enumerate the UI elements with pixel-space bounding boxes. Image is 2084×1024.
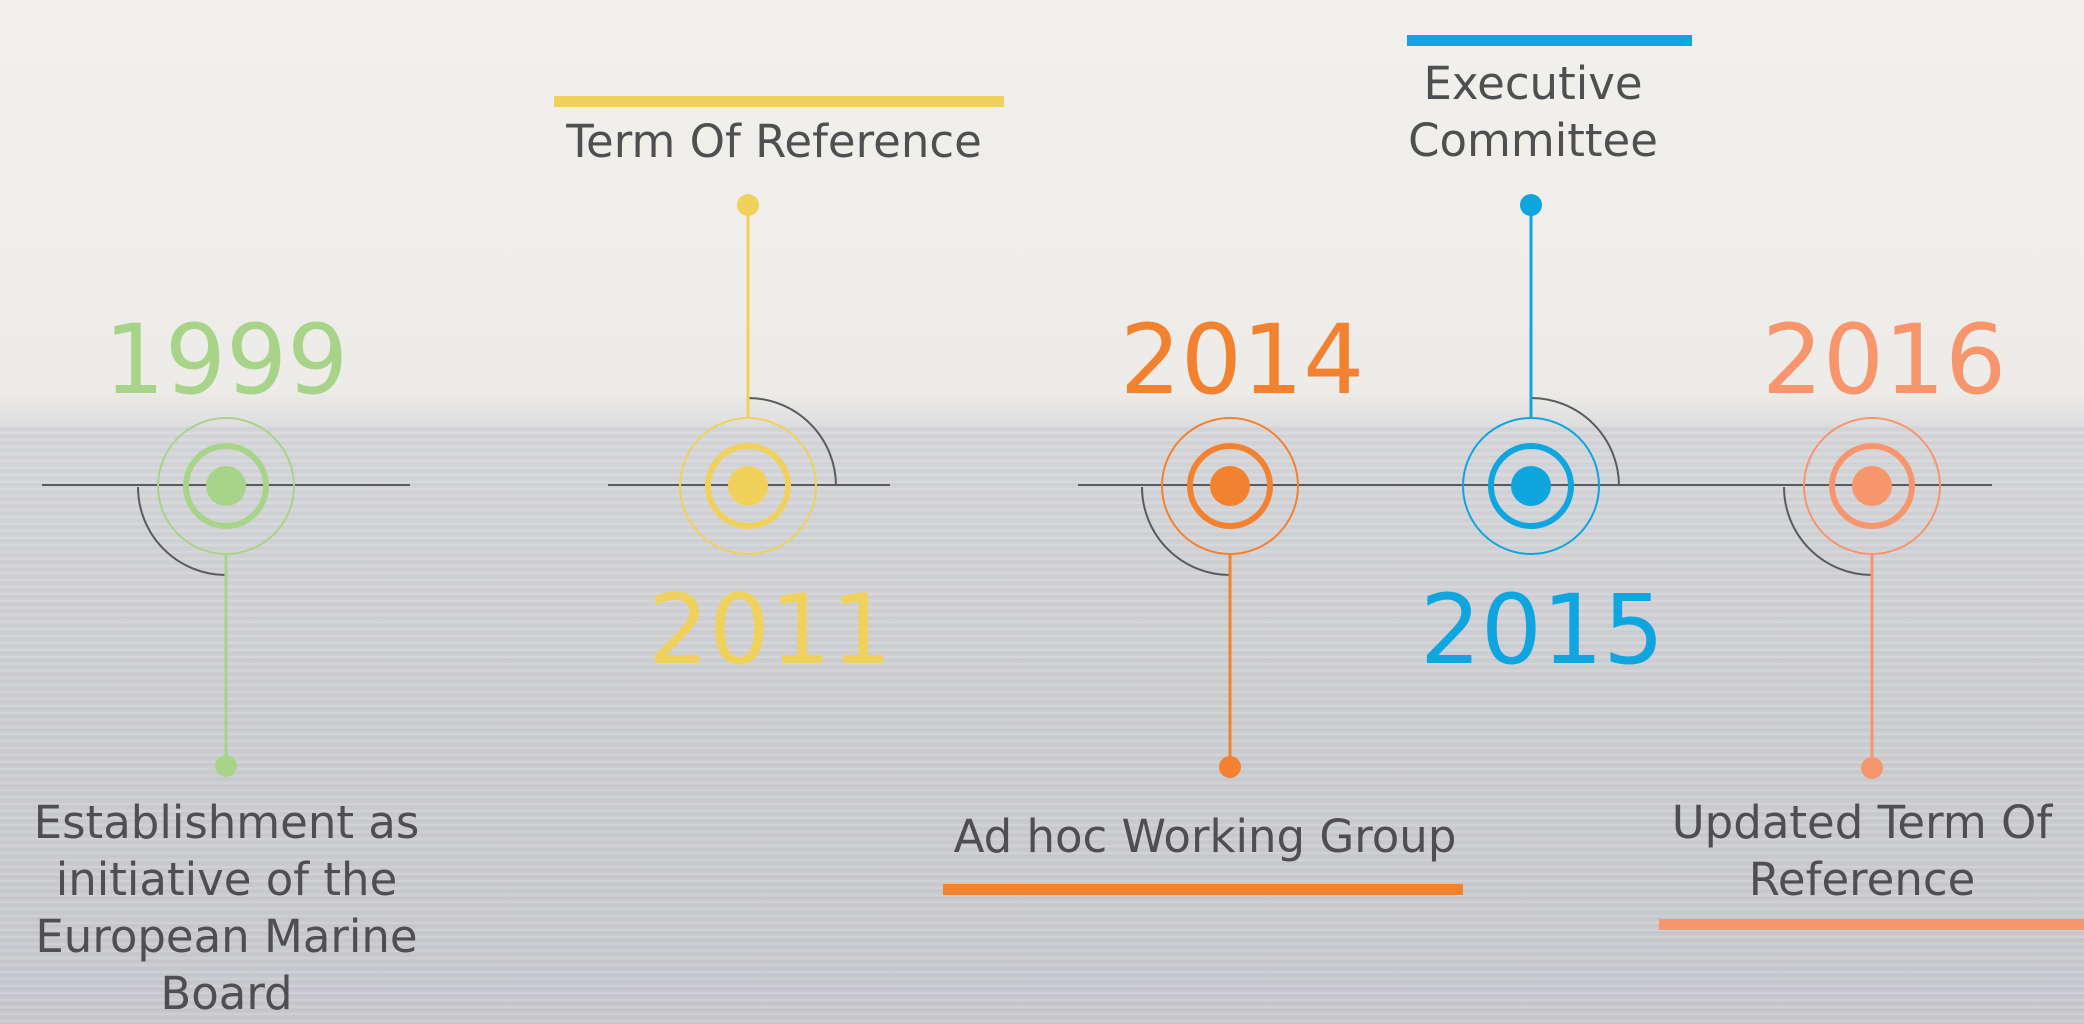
year-1999: 1999 <box>103 304 349 416</box>
year-2011: 2011 <box>647 574 893 686</box>
node-outer-ring-2015 <box>1462 417 1600 555</box>
year-2016: 2016 <box>1761 304 2007 416</box>
accent-bar-2011 <box>554 96 1004 107</box>
accent-bar-2014 <box>943 884 1463 895</box>
connector-end-dot-1999 <box>215 755 237 777</box>
timeline-node-2014 <box>1141 417 1299 778</box>
node-arc-1999 <box>137 486 227 576</box>
event-label-2015: Executive Committee <box>1408 57 1658 168</box>
node-center-dot-1999 <box>206 466 246 506</box>
year-2015: 2015 <box>1419 574 1665 686</box>
accent-bar-2015 <box>1407 35 1692 46</box>
connector-end-dot-2011 <box>737 194 759 216</box>
node-outer-ring-2011 <box>679 417 817 555</box>
node-arc-2015 <box>1530 397 1620 487</box>
node-inner-ring-2014 <box>1187 443 1273 529</box>
node-arc-2011 <box>747 397 837 487</box>
node-inner-ring-2011 <box>705 443 791 529</box>
connector-end-dot-2015 <box>1520 194 1542 216</box>
event-label-1999: Establishment as initiative of the Europ… <box>33 796 420 1021</box>
connector-end-dot-2014 <box>1219 756 1241 778</box>
node-arc-2014 <box>1141 486 1231 576</box>
node-center-dot-2014 <box>1210 466 1250 506</box>
timeline-node-2016 <box>1783 417 1941 779</box>
event-label-2011: Term Of Reference <box>566 115 982 168</box>
node-center-dot-2016 <box>1852 466 1892 506</box>
node-center-dot-2011 <box>728 466 768 506</box>
year-2014: 2014 <box>1119 304 1365 416</box>
accent-bar-2016 <box>1659 919 2084 930</box>
connector-end-dot-2016 <box>1861 757 1883 779</box>
node-inner-ring-2015 <box>1488 443 1574 529</box>
node-inner-ring-2016 <box>1829 443 1915 529</box>
timeline-node-1999 <box>137 417 295 777</box>
node-center-dot-2015 <box>1511 466 1551 506</box>
event-label-2016: Updated Term Of Reference <box>1671 796 2053 907</box>
event-label-2014: Ad hoc Working Group <box>953 810 1457 863</box>
node-outer-ring-2014 <box>1161 417 1299 555</box>
node-inner-ring-1999 <box>183 443 269 529</box>
node-outer-ring-1999 <box>157 417 295 555</box>
timeline-node-2015 <box>1462 194 1620 555</box>
timeline-node-2011 <box>679 194 837 555</box>
node-arc-2016 <box>1783 486 1873 576</box>
node-outer-ring-2016 <box>1803 417 1941 555</box>
